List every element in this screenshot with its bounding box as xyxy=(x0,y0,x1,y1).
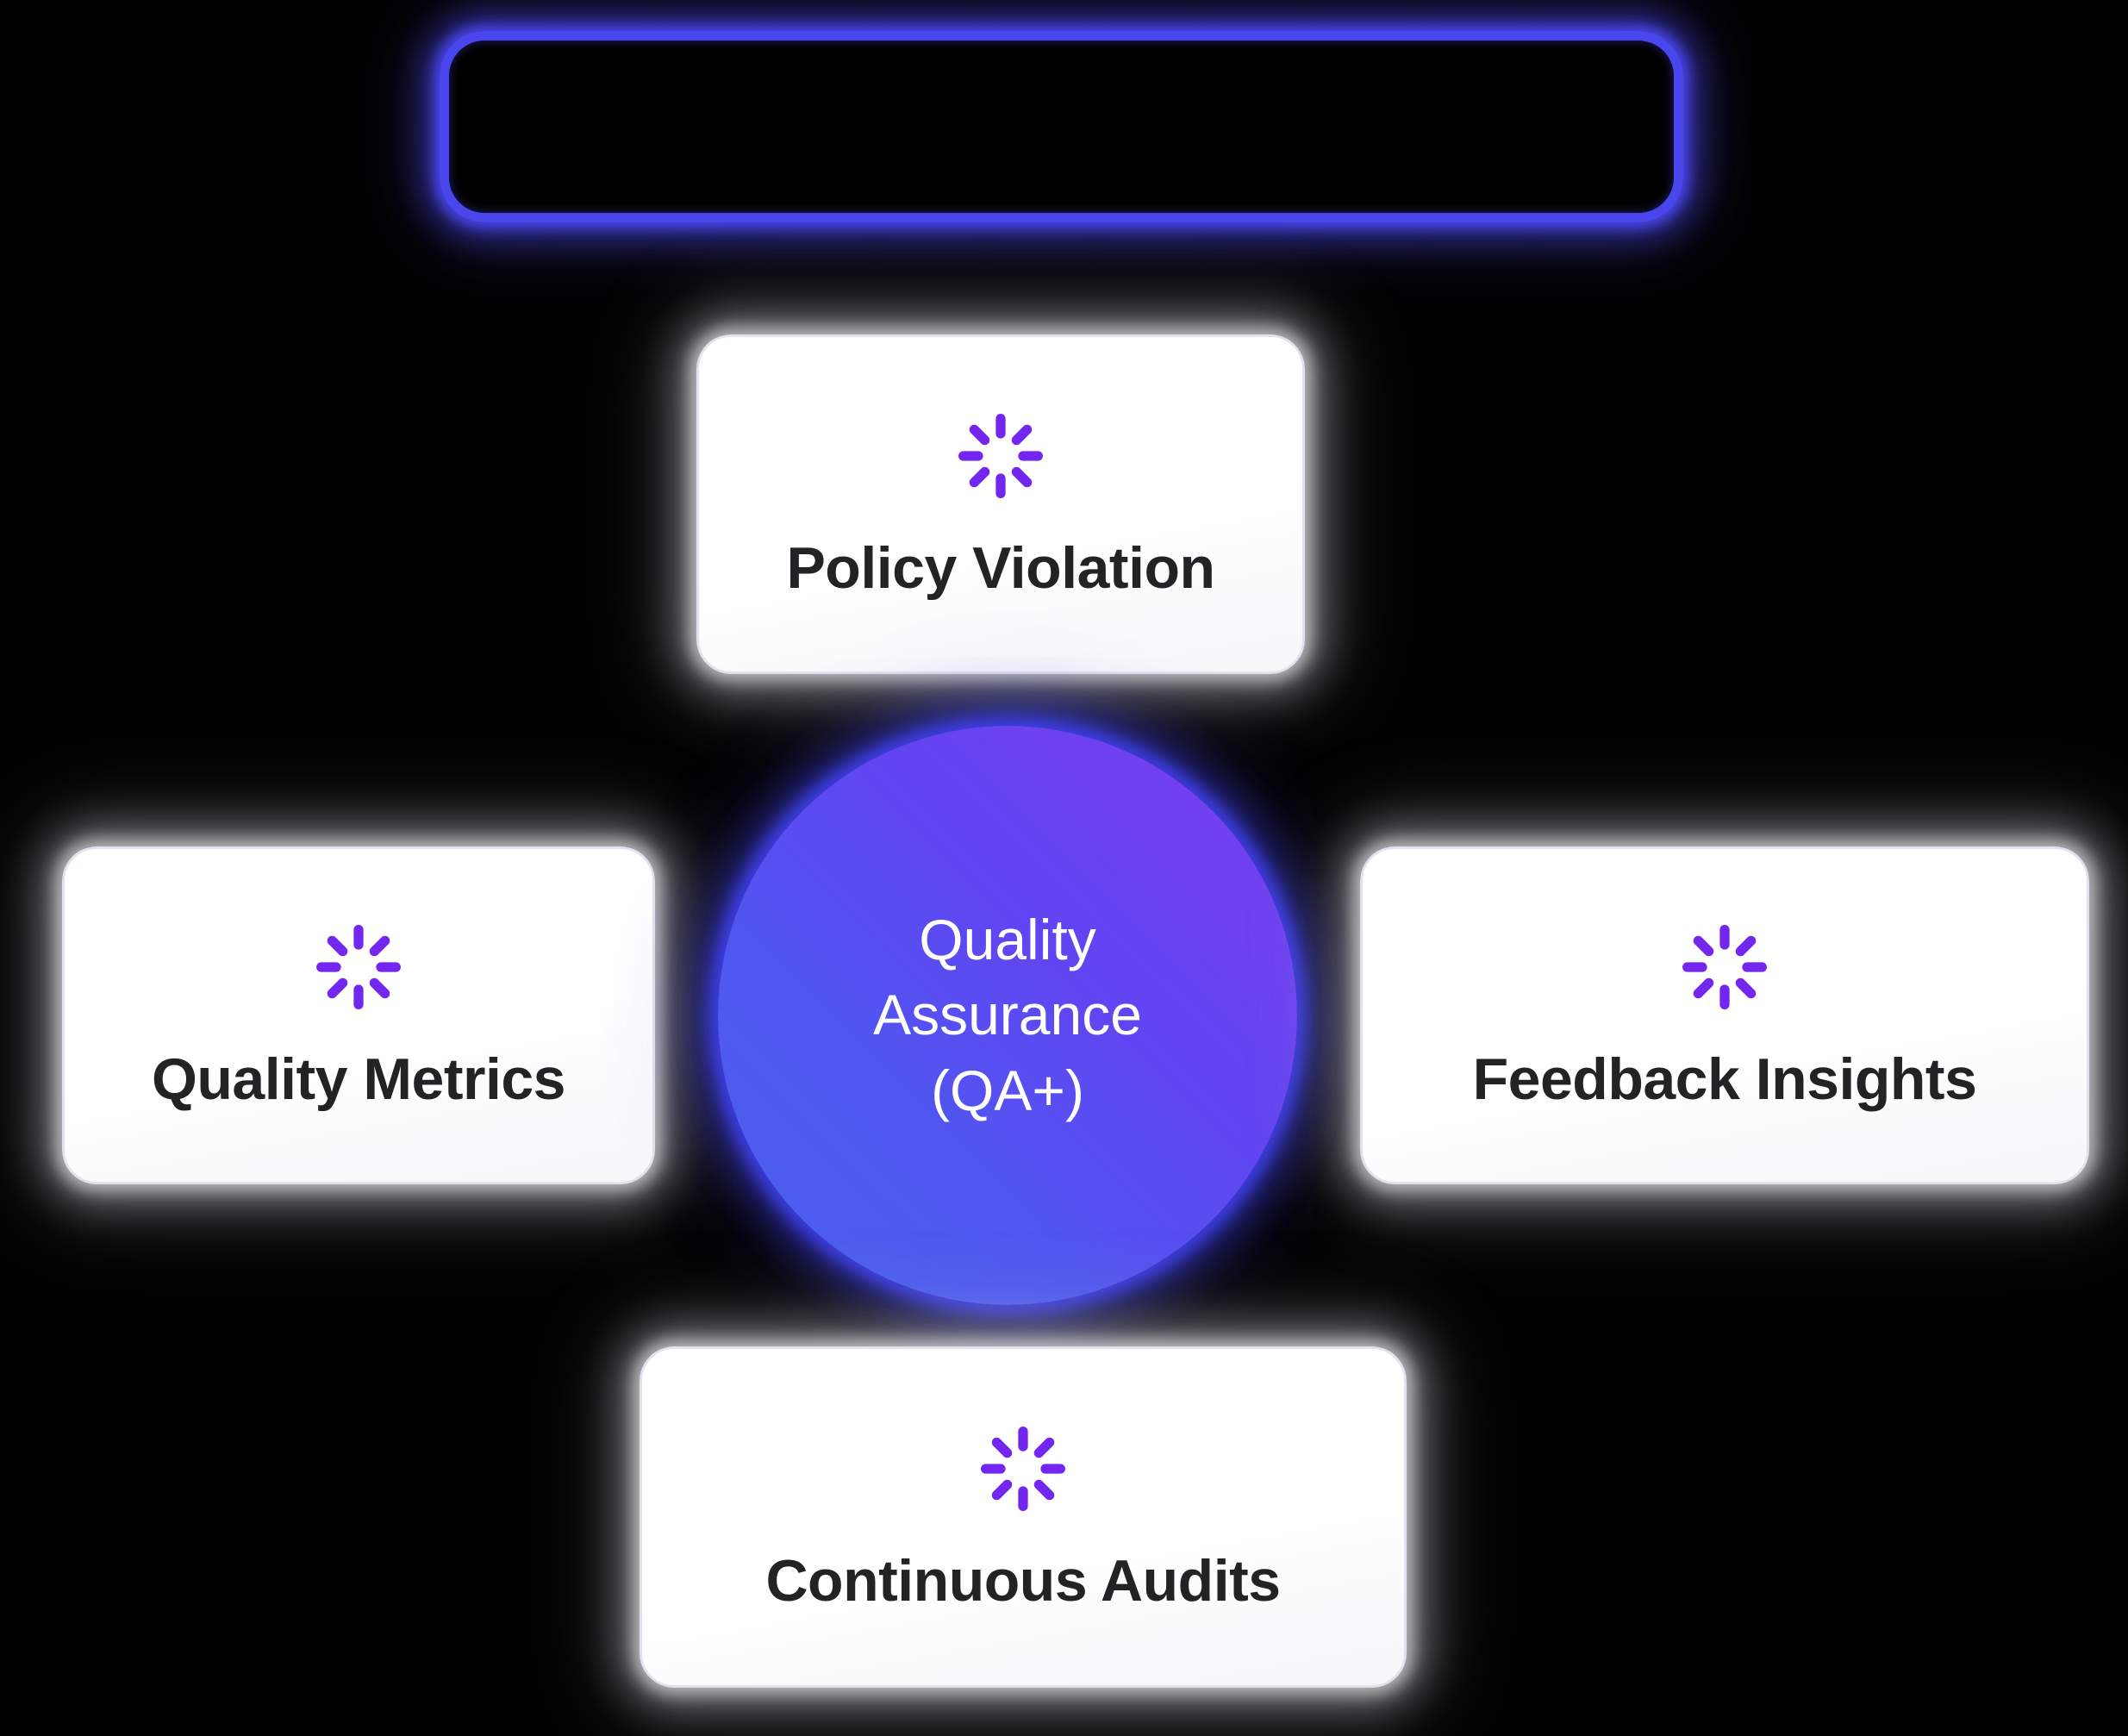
loader-spinner-icon xyxy=(1680,922,1769,1012)
node-continuous-audits[interactable]: Continuous Audits xyxy=(640,1346,1407,1688)
loader-spinner-icon xyxy=(956,411,1045,501)
loader-spinner-icon xyxy=(314,922,403,1012)
top-highlighted-frame[interactable] xyxy=(440,31,1683,222)
loader-spinner-icon xyxy=(978,1424,1068,1514)
quality-assurance-hub[interactable]: Quality Assurance (QA+) xyxy=(718,726,1297,1305)
node-quality-metrics[interactable]: Quality Metrics xyxy=(62,846,655,1184)
node-label: Continuous Audits xyxy=(765,1548,1281,1614)
node-label: Policy Violation xyxy=(786,535,1215,601)
hub-line-1: Quality xyxy=(919,908,1096,972)
hub-line-2: Assurance xyxy=(873,983,1142,1047)
node-feedback-insights[interactable]: Feedback Insights xyxy=(1360,846,2089,1184)
node-label: Feedback Insights xyxy=(1472,1046,1977,1112)
hub-line-3: (QA+) xyxy=(931,1058,1084,1122)
node-label: Quality Metrics xyxy=(152,1046,566,1112)
node-policy-violation[interactable]: Policy Violation xyxy=(696,334,1305,674)
